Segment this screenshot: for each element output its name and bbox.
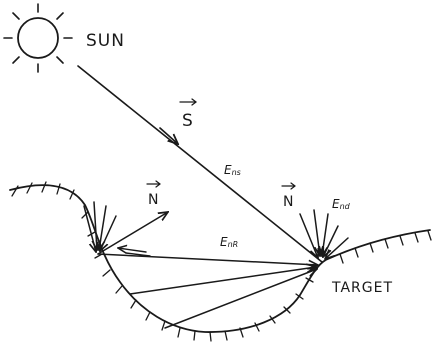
svg-text:S: S (182, 111, 194, 131)
right-normal-label: N (281, 182, 296, 210)
sun-ray-line (77, 65, 323, 263)
left-normal-arrow (97, 212, 168, 255)
s-vector-label: S (179, 98, 197, 131)
reflected-rays (97, 253, 318, 329)
left-normal-label: N (146, 180, 161, 208)
sun-label: SUN (86, 31, 125, 51)
right-incoming-arrows (299, 209, 349, 259)
target-label: TARGET (331, 280, 393, 296)
sun-ray-arrowhead (159, 127, 178, 144)
sun-icon (3, 3, 73, 73)
left-incoming-arrows (83, 201, 117, 252)
terrain-surface (9, 184, 431, 333)
svg-text:N: N (283, 194, 294, 210)
svg-text:N: N (148, 192, 159, 208)
terrain-hatching (11, 181, 432, 342)
reflected-small-arrow (118, 248, 151, 257)
e-nd-label: End (332, 197, 351, 211)
e-ns-label: Ens (224, 163, 241, 177)
e-nr-label: EnR (220, 235, 238, 249)
